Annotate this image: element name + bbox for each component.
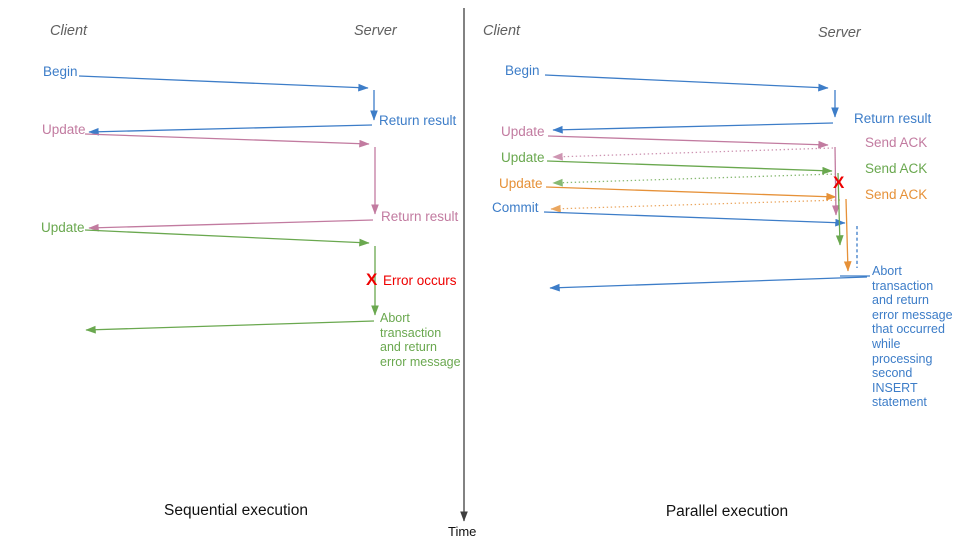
par-ack-2-arrow	[552, 173, 837, 187]
par-green-process-arrow	[835, 172, 844, 246]
par-send-ack-3-label: Send ACK	[865, 187, 928, 202]
seq-update-1-request-arrow	[84, 133, 370, 148]
seq-abort-label: Abort transaction and return error messa…	[380, 311, 461, 369]
seq-panel-title: Sequential execution	[164, 502, 308, 519]
seq-return-result-2-label: Return result	[381, 209, 459, 224]
seq-error-label: Error occurs	[383, 273, 457, 288]
par-update-3-label: Update	[499, 176, 543, 191]
par-orange-process-arrow	[843, 198, 852, 272]
par-abort-return-arrow	[549, 276, 868, 292]
par-panel-title: Parallel execution	[665, 503, 789, 520]
seq-begin-request-arrow	[78, 75, 369, 92]
seq-error-x-icon: X	[366, 270, 378, 289]
seq-begin-label: Begin	[43, 64, 78, 79]
par-send-ack-2-label: Send ACK	[865, 161, 928, 176]
seq-update-1-label: Update	[42, 122, 86, 137]
seq-server-header: Server	[354, 23, 397, 39]
seq-abort-return-arrow	[85, 320, 375, 334]
seq-update-2-request-arrow	[84, 229, 370, 247]
par-update-3-request-arrow	[545, 186, 837, 201]
par-client-header: Client	[483, 23, 521, 39]
par-send-ack-1-label: Send ACK	[865, 135, 928, 150]
par-abort-label: Abort transaction and return error messa…	[872, 264, 953, 410]
par-ack-1-arrow	[552, 147, 834, 161]
par-update-1-request-arrow	[547, 135, 829, 149]
time-axis-label: Time	[448, 524, 477, 539]
seq-update-2-label: Update	[41, 220, 85, 235]
par-begin-label: Begin	[505, 63, 540, 78]
par-commit-label: Commit	[492, 200, 539, 215]
par-return-result-arrow	[552, 122, 834, 134]
par-pink-process-arrow	[831, 146, 840, 216]
par-update-2-request-arrow	[546, 160, 833, 175]
par-ack-3-arrow	[550, 199, 841, 213]
seq-return-result-2-arrow	[88, 219, 374, 232]
par-update-1-label: Update	[501, 124, 545, 139]
seq-return-result-1-label: Return result	[379, 113, 457, 128]
seq-client-header: Client	[50, 23, 88, 39]
par-begin-request-arrow	[544, 74, 829, 92]
par-error-x-icon: X	[833, 173, 845, 192]
par-update-2-label: Update	[501, 150, 545, 165]
par-commit-request-arrow	[543, 211, 846, 227]
seq-return-result-1-arrow	[88, 124, 373, 136]
par-return-result-label: Return result	[854, 111, 932, 126]
par-server-header: Server	[818, 25, 861, 41]
